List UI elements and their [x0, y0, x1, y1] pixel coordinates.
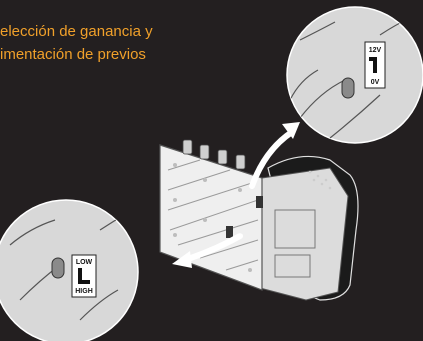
gain-switch-icon: LOW HIGH: [71, 254, 97, 298]
voltage-zoom-circle: 12V 0V: [286, 6, 423, 144]
voltage-switch-icon: 12V 0V: [364, 41, 386, 89]
voltage-top-label: 12V: [369, 47, 382, 54]
title-line-2: imentación de previos: [0, 46, 146, 63]
title-line-1: elección de ganancia y: [0, 23, 153, 40]
curved-arrow-icon: [172, 122, 300, 268]
gain-zoom-circle: LOW HIGH: [0, 199, 139, 341]
gain-bottom-label: HIGH: [75, 288, 93, 295]
gain-top-label: LOW: [76, 259, 93, 266]
amplifier-device: [159, 139, 359, 301]
voltage-bottom-label: 0V: [371, 79, 380, 86]
figure-title: elección de ganancia y imentación de pre…: [0, 20, 153, 66]
